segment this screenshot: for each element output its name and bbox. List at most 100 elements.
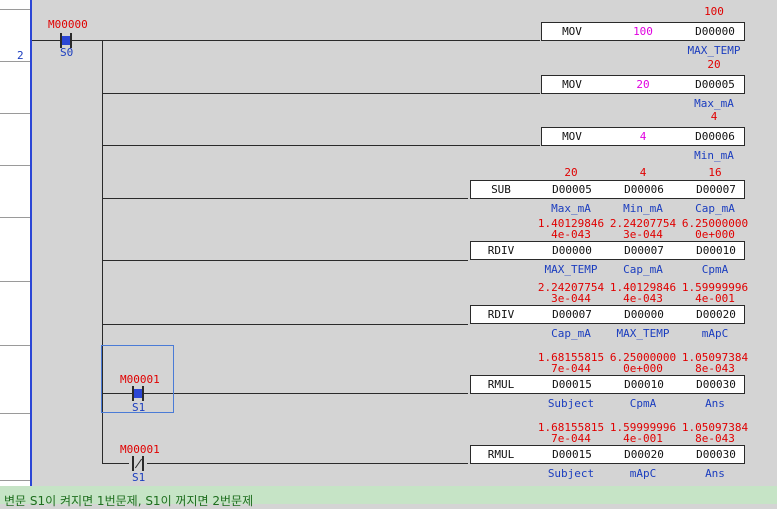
- instruction-opcode: RDIV: [487, 308, 515, 321]
- operand-comment: CpmA: [701, 263, 729, 276]
- instruction-box[interactable]: MOV 20 D00005: [541, 75, 745, 94]
- instruction-opcode: MOV: [562, 25, 582, 38]
- instruction-opcode: MOV: [562, 130, 582, 143]
- gutter-divider: [0, 113, 30, 114]
- instruction-opcode: MOV: [562, 78, 582, 91]
- contact-nc-s1[interactable]: [129, 456, 147, 471]
- instruction-box[interactable]: SUB D00005 D00006 D00007: [470, 180, 745, 199]
- operand-comment: Cap_mA: [623, 263, 663, 276]
- instruction-operand: D00006: [624, 183, 664, 196]
- instruction-operand: D00030: [696, 378, 736, 391]
- operand-comment: Subject: [547, 397, 595, 410]
- rung-wire: [32, 40, 540, 41]
- instruction-box[interactable]: RMUL D00015 D00020 D00030: [470, 445, 745, 464]
- instruction-opcode: RDIV: [487, 244, 515, 257]
- operand-comment: Min_mA: [694, 149, 734, 162]
- rung-wire: [102, 324, 468, 325]
- instruction-box[interactable]: RMUL D00015 D00010 D00030: [470, 375, 745, 394]
- instruction-operand: D00006: [695, 130, 735, 143]
- instruction-operand: D00000: [624, 308, 664, 321]
- instruction-operand: D00005: [552, 183, 592, 196]
- rung-wire: [102, 260, 468, 261]
- operand-comment: MAX_TEMP: [616, 327, 670, 340]
- operand-value: 20: [564, 166, 578, 179]
- operand-comment: Max_mA: [694, 97, 734, 110]
- rung-wire: [102, 145, 540, 146]
- contact-label: S1: [132, 471, 146, 484]
- instruction-operand: D00005: [695, 78, 735, 91]
- operand-value: 4: [710, 110, 718, 123]
- gutter-divider: [0, 480, 30, 481]
- operand-comment: Ans: [705, 397, 725, 410]
- operand-comment: Subject: [547, 467, 595, 480]
- instruction-operand: D00007: [696, 183, 736, 196]
- instruction-operand: 4: [639, 130, 647, 143]
- instruction-box[interactable]: RDIV D00007 D00000 D00020: [470, 305, 745, 324]
- branch-wire: [102, 40, 103, 463]
- operand-comment: Cap_mA: [695, 202, 735, 215]
- contact-no-s1[interactable]: [129, 386, 147, 401]
- instruction-opcode: SUB: [491, 183, 511, 196]
- instruction-operand: D00030: [696, 448, 736, 461]
- status-bar: 변문 S1이 켜지면 1번문제, S1이 꺼지면 2번문제: [0, 486, 777, 508]
- instruction-opcode: RMUL: [487, 448, 515, 461]
- gutter-divider: [0, 345, 30, 346]
- operand-comment: MAX_TEMP: [687, 44, 741, 57]
- instruction-operand: D00015: [552, 448, 592, 461]
- contact-label: S1: [132, 401, 146, 414]
- operand-comment: mApC: [629, 467, 657, 480]
- contact-label: S0: [60, 46, 74, 59]
- instruction-box[interactable]: MOV 4 D00006: [541, 127, 745, 146]
- rung-wire: [102, 393, 468, 394]
- instruction-operand: D00007: [624, 244, 664, 257]
- rung-wire: [102, 93, 540, 94]
- selection-box: [101, 345, 174, 413]
- operand-comment: Max_mA: [551, 202, 591, 215]
- instruction-operand: D00020: [624, 448, 664, 461]
- instruction-operand: D00010: [696, 244, 736, 257]
- rung-wire: [102, 198, 468, 199]
- instruction-operand: D00020: [696, 308, 736, 321]
- gutter-divider: [0, 413, 30, 414]
- instruction-operand: 20: [636, 78, 650, 91]
- instruction-opcode: RMUL: [487, 378, 515, 391]
- instruction-operand: D00015: [552, 378, 592, 391]
- gutter-divider: [0, 61, 30, 62]
- rung-wire: [102, 463, 468, 464]
- rung-number: 2: [17, 49, 24, 62]
- left-power-rail: [30, 0, 32, 486]
- instruction-operand: D00007: [552, 308, 592, 321]
- operand-value: 20: [707, 58, 721, 71]
- instruction-operand: D00000: [552, 244, 592, 257]
- operand-value: 100: [704, 5, 724, 18]
- operand-comment: mApC: [701, 327, 729, 340]
- instruction-operand: D00010: [624, 378, 664, 391]
- operand-value: 4: [639, 166, 647, 179]
- contact-device: M00001: [120, 443, 160, 456]
- instruction-operand: 100: [633, 25, 653, 38]
- contact-no-s0[interactable]: [57, 33, 75, 48]
- operand-comment: MAX_TEMP: [544, 263, 598, 276]
- contact-device: M00001: [120, 373, 160, 386]
- gutter-divider: [0, 165, 30, 166]
- operand-comment: Cap_mA: [551, 327, 591, 340]
- line-number-gutter: 2: [0, 0, 30, 504]
- instruction-box[interactable]: RDIV D00000 D00007 D00010: [470, 241, 745, 260]
- operand-value: 16: [708, 166, 722, 179]
- contact-device: M00000: [48, 18, 88, 31]
- operand-comment: Ans: [705, 467, 725, 480]
